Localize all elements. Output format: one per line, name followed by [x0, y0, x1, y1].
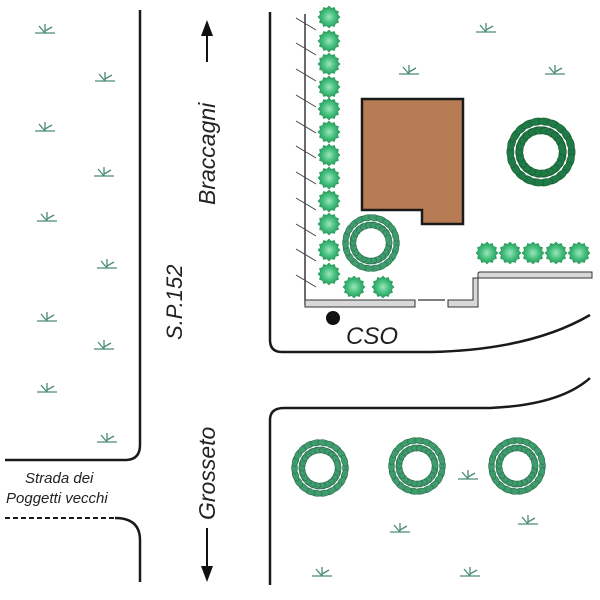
property-fence: [295, 14, 317, 305]
arrow-up-icon: [201, 20, 213, 36]
grass-icon: [311, 566, 333, 577]
grass-icon: [94, 71, 116, 82]
hedge-icon: [544, 241, 568, 265]
road-edge-west-lower: [114, 516, 142, 582]
grass-icon: [457, 469, 479, 480]
grass-icon: [96, 258, 118, 269]
grass-icon: [36, 211, 58, 222]
strada-label-line1: Strada dei: [25, 470, 94, 487]
tree-icon: [388, 437, 446, 495]
cso-label: CSO: [346, 323, 398, 350]
hedge-row-horizontal: [475, 241, 591, 265]
grass-icon: [475, 22, 497, 33]
grass-icon: [36, 382, 58, 393]
sp152-label: S.P.152: [162, 265, 187, 340]
hedge-icon: [317, 143, 341, 167]
grass-icon: [93, 166, 115, 177]
hedge-icon: [317, 212, 341, 236]
grass-icon: [34, 23, 56, 34]
grass-icon: [389, 522, 411, 533]
boundary-walls: [304, 271, 593, 308]
grass-icon: [517, 514, 539, 525]
hedge-icon: [317, 29, 341, 53]
hedge-icon: [317, 262, 341, 286]
hedge-row-vertical: [317, 5, 395, 299]
grass-icon: [36, 311, 58, 322]
grass-icon: [459, 566, 481, 577]
strada-label-line2: Poggetti vecchi: [6, 490, 108, 507]
wall-segment-stepped: [447, 271, 593, 308]
tree-icon: [506, 117, 576, 187]
hedge-icon: [317, 238, 341, 262]
grass-icon: [544, 64, 566, 75]
hedge-icon: [371, 275, 395, 299]
hedge-icon: [317, 166, 341, 190]
hedge-icon: [317, 189, 341, 213]
grass-icon: [34, 121, 56, 132]
roads: [5, 10, 591, 585]
hedge-icon: [498, 241, 522, 265]
braccagni-label: Braccagni: [194, 102, 220, 205]
hedge-icon: [521, 241, 545, 265]
grass-icon: [93, 339, 115, 350]
road-edge-east-upper: [268, 12, 591, 354]
wall-segment: [304, 299, 416, 308]
hedge-icon: [342, 275, 366, 299]
hedge-icon: [317, 52, 341, 76]
arrow-down-icon: [201, 566, 213, 582]
hedge-icon: [317, 5, 341, 29]
cso-marker-icon[interactable]: [326, 311, 340, 325]
road-edge-east-lower: [268, 377, 591, 585]
hedge-icon: [317, 97, 341, 121]
grass-icon: [96, 432, 118, 443]
hedge-icon: [567, 241, 591, 265]
building: [360, 97, 465, 226]
trees: [291, 117, 576, 497]
grosseto-label: Grosseto: [194, 426, 220, 520]
grass-icon: [398, 64, 420, 75]
grosseto-direction: Grosseto: [194, 426, 220, 582]
road-edge-west-upper: [5, 10, 142, 462]
tree-icon: [488, 437, 546, 495]
hedge-icon: [475, 241, 499, 265]
braccagni-direction: Braccagni: [194, 20, 220, 205]
hedge-icon: [317, 120, 341, 144]
grass-area: [34, 22, 566, 577]
tree-icon: [291, 439, 349, 497]
tree-icon: [342, 214, 400, 272]
hedge-icon: [317, 75, 341, 99]
